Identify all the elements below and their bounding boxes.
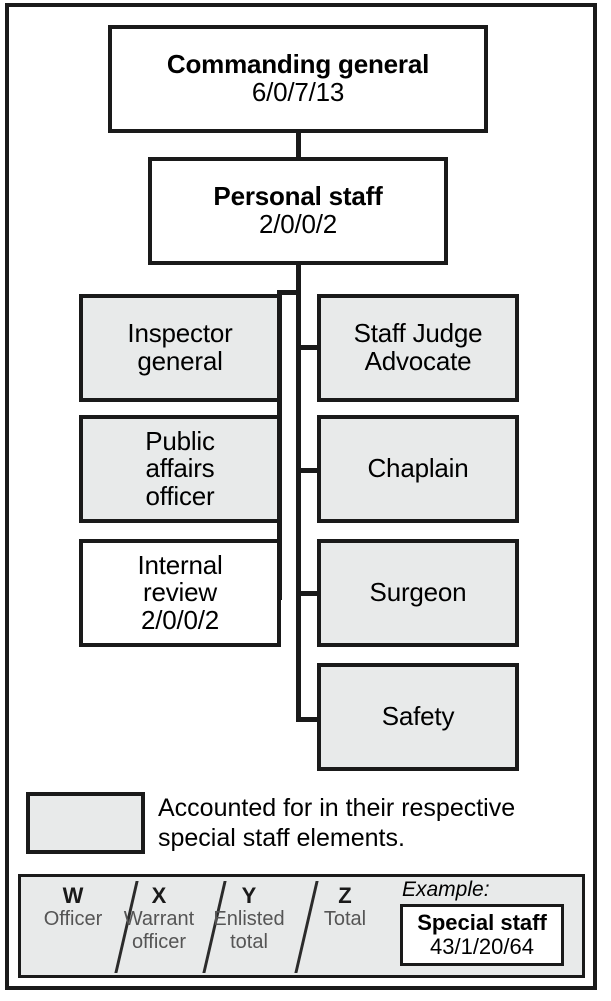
legend-caption-line2: special staff elements. [158,824,405,852]
node-personal-staff[interactable]: Personal staff 2/0/0/2 [148,157,448,265]
key-label-x-line1: Warrant [123,908,195,931]
node-surgeon-line1: Surgeon [369,577,467,608]
key-letter-y: Y [241,883,257,908]
key-cell-enlisted-total: Y Enlisted total [197,883,301,953]
key-label-y-line1: Enlisted [213,908,285,931]
legend-color-swatch [26,792,145,854]
connector-spine-main [296,262,301,722]
key-example-numbers: 43/1/20/64 [430,934,534,960]
node-staff-judge-advocate-line2: Advocate [364,346,472,376]
node-internal-review-line2: review [143,577,217,608]
connector-cg-to-personal-staff [296,130,301,158]
key-cell-total: Z Total [293,883,397,931]
node-surgeon[interactable]: Surgeon [317,539,519,647]
node-public-affairs-officer-line1: Public [145,425,215,456]
key-label-w-line1: Officer [43,908,103,931]
key-letter-z: Z [338,883,352,908]
node-staff-judge-advocate[interactable]: Staff Judge Advocate [317,294,519,402]
key-box: W Officer X Warrant officer Y Enlisted t… [18,874,585,978]
key-label-y-line2: total [230,930,268,953]
node-internal-review-line1: Internal [137,549,223,580]
key-cells: W Officer X Warrant officer Y Enlisted t… [21,877,397,975]
key-cell-warrant-officer: X Warrant officer [107,883,211,953]
node-chaplain-line1: Chaplain [367,453,469,484]
connector-row4-right [296,717,320,722]
node-public-affairs-officer-line3: officer [145,480,215,511]
node-inspector-general[interactable]: Inspector general [79,294,281,402]
legend-caption-line1: Accounted for in their respective [158,794,516,822]
connector-row3-right [296,591,320,596]
legend-caption: Accounted for in their respective specia… [158,793,578,853]
key-example: Example: Special staff 43/1/20/64 [400,878,580,967]
node-internal-review-numbers: 2/0/0/2 [140,604,220,635]
node-public-affairs-officer-line2: affairs [145,453,215,484]
node-internal-review[interactable]: Internal review 2/0/0/2 [79,539,281,647]
node-commanding-general[interactable]: Commanding general 6/0/7/13 [108,25,488,133]
node-commanding-general-numbers: 6/0/7/13 [251,77,345,107]
connector-row1-right [296,345,320,350]
connector-row2-right [296,468,320,473]
node-staff-judge-advocate-line1: Staff Judge [353,318,483,349]
key-example-title: Special staff [417,910,547,936]
key-label-z-line1: Total [323,908,367,931]
node-public-affairs-officer[interactable]: Public affairs officer [79,415,281,523]
key-letter-x: X [151,883,167,908]
key-cell-officer: W Officer [21,883,125,931]
connector-spine-left-top-join [277,290,301,295]
key-label-x-line2: officer [131,930,187,953]
node-inspector-general-line2: general [137,346,223,376]
key-example-box: Special staff 43/1/20/64 [400,904,564,967]
node-safety[interactable]: Safety [317,663,519,771]
key-letter-w: W [62,883,84,908]
diagram-outer-frame [5,3,597,990]
node-personal-staff-title: Personal staff [213,181,383,212]
node-chaplain[interactable]: Chaplain [317,415,519,523]
node-safety-line1: Safety [381,701,455,732]
node-commanding-general-title: Commanding general [166,49,430,80]
key-example-label: Example: [402,878,490,901]
node-inspector-general-line1: Inspector [127,318,233,349]
node-personal-staff-numbers: 2/0/0/2 [258,209,338,239]
